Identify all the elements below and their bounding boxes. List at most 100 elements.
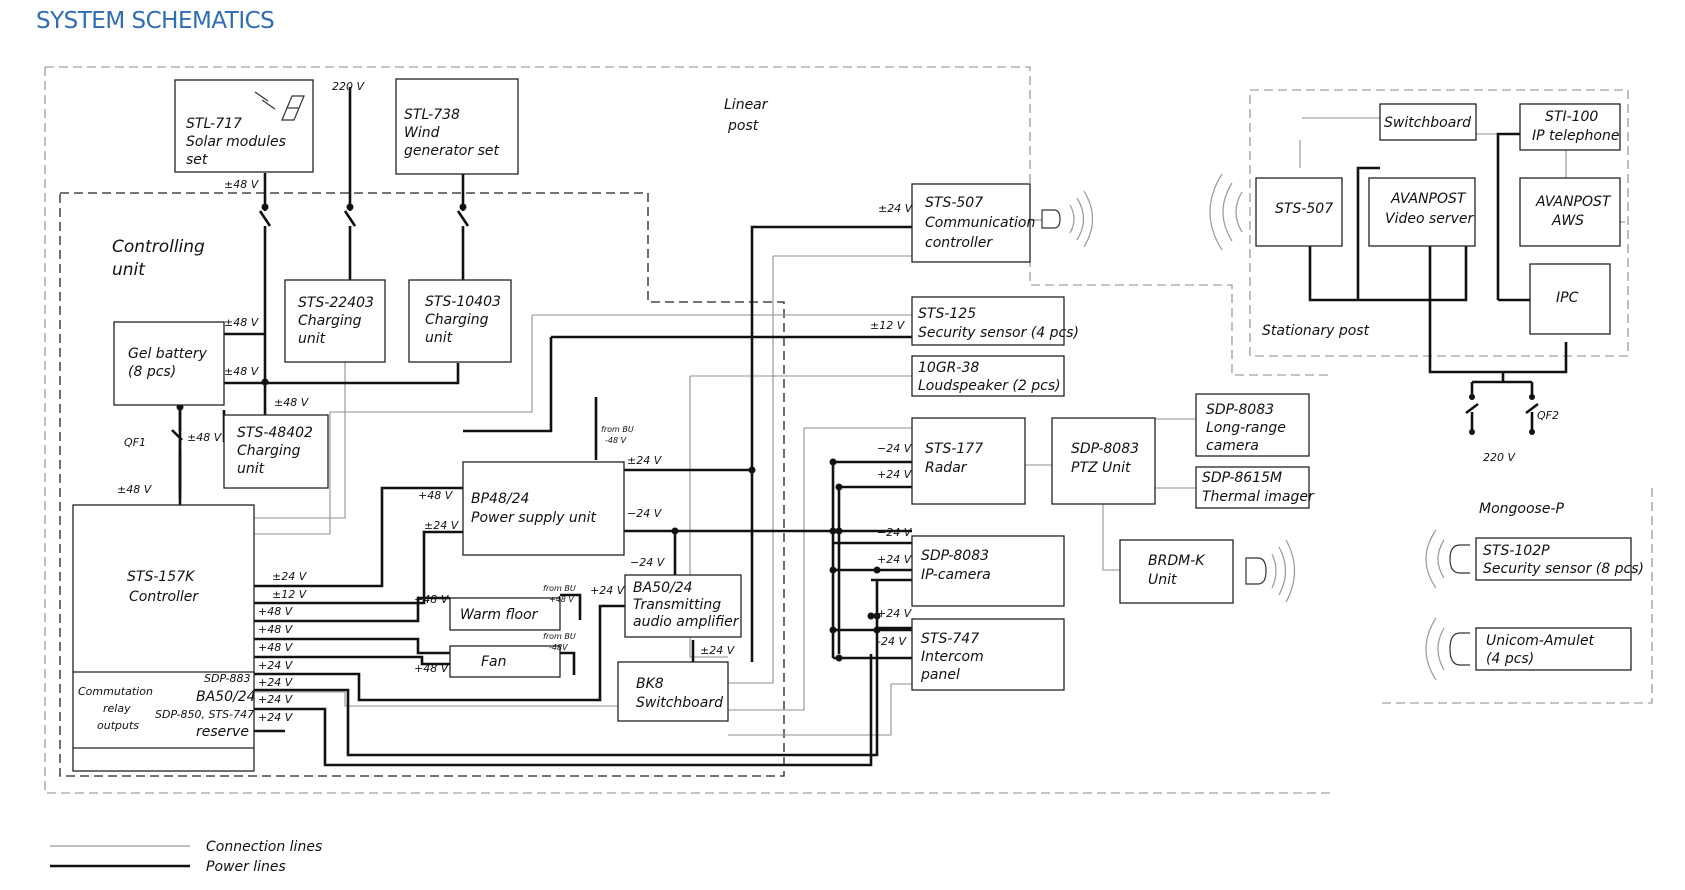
block-sts48402: STS-48402 Charging unit [223,414,329,489]
stl738-name: STL-738 [404,107,460,123]
svg-text:unit: unit [425,330,453,346]
block-bk8: BK8 Switchboard [617,661,729,722]
block-bp4824: BP48/24 Power supply unit [462,461,625,556]
block-sts22403: STS-22403 Charging unit [284,279,386,363]
svg-text:SDP-850, STS-747: SDP-850, STS-747 [155,708,254,721]
svg-text:Security sensor (4 pcs): Security sensor (4 pcs) [918,325,1079,341]
svg-text:Thermal imager: Thermal imager [1202,489,1315,505]
block-sts125: STS-125 Security sensor (4 pcs) [911,296,1079,346]
stationary-post-label: Stationary post [1262,323,1370,339]
svg-text:+48 V: +48 V [418,489,454,502]
svg-text:Power supply unit: Power supply unit [471,510,596,526]
svg-text:±24 V: ±24 V [272,570,308,583]
switches [258,210,470,227]
svg-text:PTZ Unit: PTZ Unit [1071,460,1131,476]
block-sts177: STS-177 Radar [911,417,1026,505]
stl738-desc2: generator set [404,143,499,159]
svg-text:±24 V: ±24 V [700,644,736,657]
svg-text:±24 V: ±24 V [627,454,663,467]
svg-text:QF2: QF2 [1537,409,1559,422]
block-video-server: AVANPOST Video server [1368,177,1476,247]
svg-text:STS-10403: STS-10403 [425,294,501,310]
voltage-labels: 220 V ±48 V ±48 V ±48 V ±48 V ±48 V QF1 … [117,80,1559,724]
block-sts507-stationary: STS-507 [1255,177,1343,247]
svg-text:STS-48402: STS-48402 [237,425,313,441]
svg-text:unit: unit [237,461,265,477]
legend-connection-label: Connection lines [206,839,322,855]
svg-text:Communication: Communication [925,215,1035,231]
svg-text:Long-range: Long-range [1206,420,1286,436]
svg-text:10GR-38: 10GR-38 [918,360,979,376]
svg-text:±12 V: ±12 V [272,588,308,601]
svg-text:SDP-8083: SDP-8083 [1071,441,1139,457]
svg-text:STS-22403: STS-22403 [298,295,374,311]
svg-text:IP-camera: IP-camera [921,567,991,583]
svg-text:+48 V: +48 V [414,593,450,606]
svg-text:AVANPOST: AVANPOST [1390,191,1467,207]
svg-text:Commutation: Commutation [78,685,153,698]
svg-text:STS-747: STS-747 [921,631,979,647]
linear-post-label: Linear [724,97,769,113]
sensor-icon-unicom [1425,617,1470,681]
svg-text:+24 V: +24 V [258,711,294,724]
speaker-icon-507 [1041,190,1094,248]
svg-text:±24 V: ±24 V [424,519,460,532]
svg-text:±48 V: ±48 V [224,365,260,378]
stl738-desc: Wind [404,125,440,141]
svg-text:camera: camera [1206,438,1259,454]
svg-text:Fan: Fan [481,654,507,670]
svg-text:Loudspeaker (2 pcs): Loudspeaker (2 pcs) [918,378,1061,394]
block-sti100: STI-100 IP telephone [1519,103,1621,151]
svg-text:STI-100: STI-100 [1545,109,1598,125]
stationary-post-frame [1249,89,1629,357]
solar-panel-icon [254,91,305,121]
svg-text:(8 pcs): (8 pcs) [128,364,176,380]
svg-text:+48 V: +48 V [258,641,294,654]
block-sdp8083-ptz: SDP-8083 PTZ Unit [1051,417,1156,505]
svg-text:-24 V: -24 V [877,635,907,648]
svg-text:SDP-883: SDP-883 [204,672,250,685]
svg-text:SDP-8083: SDP-8083 [921,548,989,564]
svg-text:Unicom-Amulet: Unicom-Amulet [1486,633,1595,649]
svg-text:SDP-8615M: SDP-8615M [1202,470,1282,486]
block-sdp8083-cam: SDP-8083 Long-range camera [1195,393,1310,457]
block-sdp8615: SDP-8615M Thermal imager [1195,466,1315,509]
page-title: SYSTEM SCHEMATICS [36,8,275,34]
svg-text:220 V: 220 V [1483,451,1516,464]
linear-post-label-2: post [727,118,759,134]
block-sts157k: STS-157K Controller Commutation relay ou… [72,504,256,772]
stl717-name: STL-717 [186,116,242,132]
svg-text:IPC: IPC [1556,290,1579,306]
svg-text:reserve: reserve [196,724,249,740]
svg-text:Radar: Radar [925,460,968,476]
svg-text:+24 V: +24 V [877,607,913,620]
svg-text:+24 V: +24 V [590,584,626,597]
block-sts102p: STS-102P Security sensor (8 pcs) [1475,537,1644,581]
svg-text:+24 V: +24 V [258,659,294,672]
connection-lines [254,117,1625,736]
svg-text:±48 V: ±48 V [117,483,153,496]
svg-text:Gel battery: Gel battery [128,346,208,362]
svg-text:+24 V: +24 V [258,693,294,706]
block-warm-floor: Warm floor [449,597,561,631]
svg-text:outputs: outputs [97,719,139,732]
mongoose-label: Mongoose-P [1479,501,1564,517]
svg-text:−24 V: −24 V [877,442,913,455]
block-unicom: Unicom-Amulet (4 pcs) [1475,627,1632,671]
svg-text:controller: controller [925,235,993,251]
mongoose-frame [1382,484,1653,704]
svg-text:STS-125: STS-125 [918,306,976,322]
svg-text:Charging: Charging [237,443,301,459]
svg-text:Switchboard: Switchboard [1384,115,1471,131]
svg-text:AVANPOST: AVANPOST [1535,194,1612,210]
svg-text:-48V: -48V [549,643,568,652]
svg-text:from BU: from BU [543,584,576,593]
svg-text:+24 V: +24 V [877,553,913,566]
svg-text:STS-157K: STS-157K [127,569,196,585]
speaker-icon-brdm [1245,539,1295,603]
sensor-icon-102p [1425,529,1470,589]
svg-text:+48 V: +48 V [414,662,450,675]
block-stl717: STL-717 Solar modules set [174,79,314,173]
stl717-desc2: set [186,152,208,168]
svg-text:BA50/24: BA50/24 [633,580,693,596]
